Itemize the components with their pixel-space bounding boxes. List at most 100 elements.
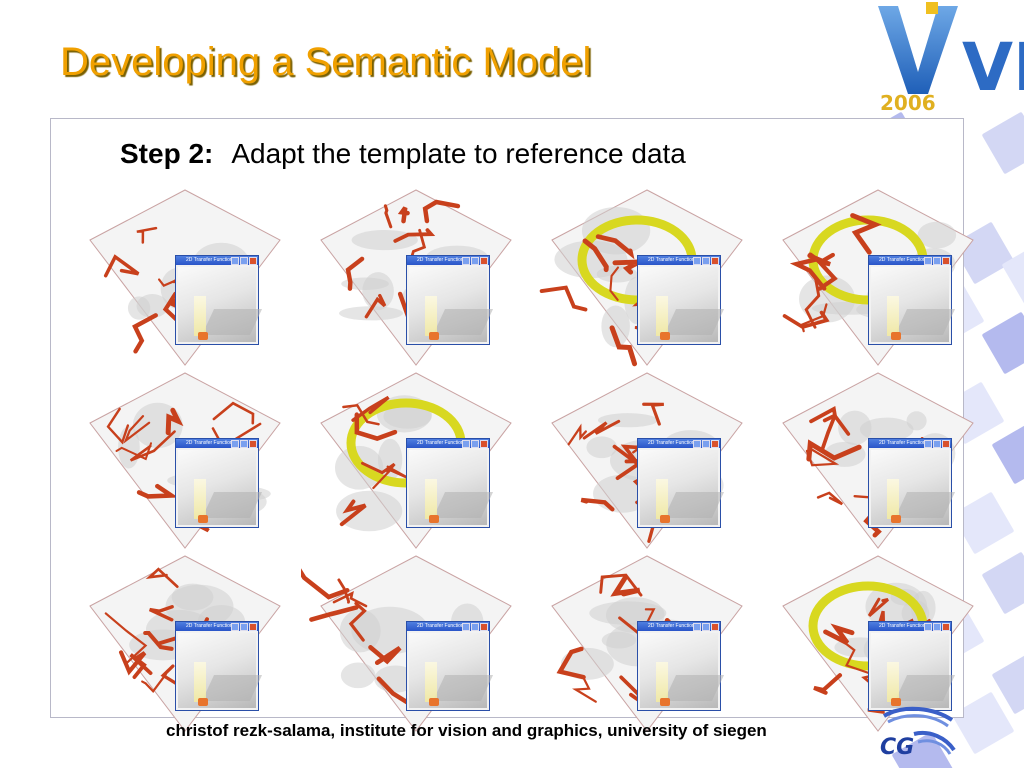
transfer-function-canvas[interactable]	[640, 633, 725, 708]
transfer-function-canvas[interactable]	[178, 450, 263, 525]
transfer-function-canvas[interactable]	[871, 633, 956, 708]
transfer-function-window[interactable]: 2D Transfer Function	[637, 438, 725, 528]
minimize-icon[interactable]	[924, 440, 932, 448]
window-titlebar[interactable]: 2D Transfer Function	[869, 439, 951, 448]
minimize-icon[interactable]	[693, 257, 701, 265]
vessel-tf-widget[interactable]	[891, 332, 901, 340]
transfer-function-window[interactable]: 2D Transfer Function	[175, 255, 263, 345]
vessel-tf-widget[interactable]	[198, 332, 208, 340]
vessel-branch	[342, 403, 380, 426]
vessel-tf-widget[interactable]	[891, 698, 901, 706]
vessel-branch	[610, 575, 641, 597]
maximize-icon[interactable]	[702, 623, 710, 631]
tissue-blob	[383, 404, 432, 429]
transfer-function-canvas[interactable]	[409, 450, 494, 525]
transfer-function-canvas[interactable]	[640, 450, 725, 525]
vessel-tf-widget[interactable]	[660, 515, 670, 523]
transfer-function-window[interactable]: 2D Transfer Function	[406, 438, 494, 528]
window-titlebar[interactable]: 2D Transfer Function	[176, 439, 258, 448]
minimize-icon[interactable]	[231, 257, 239, 265]
vessel-tf-widget[interactable]	[660, 332, 670, 340]
close-icon[interactable]	[249, 257, 257, 265]
minimize-icon[interactable]	[231, 623, 239, 631]
window-title: 2D Transfer Function	[648, 257, 695, 263]
window-titlebar[interactable]: 2D Transfer Function	[407, 439, 489, 448]
window-titlebar[interactable]: 2D Transfer Function	[407, 622, 489, 631]
transfer-function-canvas[interactable]	[871, 267, 956, 342]
maximize-icon[interactable]	[240, 440, 248, 448]
window-controls	[461, 623, 488, 631]
transfer-function-window[interactable]: 2D Transfer Function	[637, 621, 725, 711]
maximize-icon[interactable]	[471, 257, 479, 265]
transfer-function-window[interactable]: 2D Transfer Function	[868, 621, 956, 711]
transfer-function-canvas[interactable]	[409, 633, 494, 708]
maximize-icon[interactable]	[471, 623, 479, 631]
tissue-blob	[341, 277, 389, 290]
close-icon[interactable]	[711, 440, 719, 448]
maximize-icon[interactable]	[933, 440, 941, 448]
maximize-icon[interactable]	[240, 623, 248, 631]
close-icon[interactable]	[942, 440, 950, 448]
minimize-icon[interactable]	[924, 257, 932, 265]
window-titlebar[interactable]: 2D Transfer Function	[176, 622, 258, 631]
close-icon[interactable]	[480, 257, 488, 265]
close-icon[interactable]	[942, 257, 950, 265]
transfer-function-window[interactable]: 2D Transfer Function	[406, 255, 494, 345]
opacity-ramp	[887, 662, 899, 702]
window-titlebar[interactable]: 2D Transfer Function	[869, 256, 951, 265]
vessel-tf-widget[interactable]	[198, 698, 208, 706]
minimize-icon[interactable]	[924, 623, 932, 631]
vessel-tf-widget[interactable]	[429, 515, 439, 523]
vessel-tf-widget[interactable]	[198, 515, 208, 523]
maximize-icon[interactable]	[933, 257, 941, 265]
histogram-shadow	[663, 309, 725, 335]
vessel-branch	[132, 313, 158, 354]
transfer-function-canvas[interactable]	[871, 450, 956, 525]
vessel-branch	[136, 483, 179, 499]
slide-title: Developing a Semantic Model	[60, 40, 592, 84]
vessel-tf-widget[interactable]	[891, 515, 901, 523]
opacity-ramp	[425, 296, 437, 336]
maximize-icon[interactable]	[471, 440, 479, 448]
vessel-branch	[422, 199, 461, 224]
opacity-ramp	[656, 296, 668, 336]
transfer-function-window[interactable]: 2D Transfer Function	[175, 621, 263, 711]
close-icon[interactable]	[249, 440, 257, 448]
window-titlebar[interactable]: 2D Transfer Function	[407, 256, 489, 265]
close-icon[interactable]	[711, 623, 719, 631]
close-icon[interactable]	[480, 440, 488, 448]
transfer-function-canvas[interactable]	[409, 267, 494, 342]
close-icon[interactable]	[249, 623, 257, 631]
transfer-function-window[interactable]: 2D Transfer Function	[406, 621, 494, 711]
vessel-tf-widget[interactable]	[660, 698, 670, 706]
minimize-icon[interactable]	[462, 623, 470, 631]
close-icon[interactable]	[942, 623, 950, 631]
vessel-tf-widget[interactable]	[429, 698, 439, 706]
transfer-function-canvas[interactable]	[178, 633, 263, 708]
vessel-branch	[612, 444, 649, 466]
transfer-function-canvas[interactable]	[640, 267, 725, 342]
transfer-function-window[interactable]: 2D Transfer Function	[868, 255, 956, 345]
vessel-tf-widget[interactable]	[429, 332, 439, 340]
minimize-icon[interactable]	[693, 440, 701, 448]
maximize-icon[interactable]	[702, 440, 710, 448]
maximize-icon[interactable]	[240, 257, 248, 265]
transfer-function-window[interactable]: 2D Transfer Function	[868, 438, 956, 528]
window-titlebar[interactable]: 2D Transfer Function	[638, 622, 720, 631]
window-titlebar[interactable]: 2D Transfer Function	[638, 439, 720, 448]
window-titlebar[interactable]: 2D Transfer Function	[176, 256, 258, 265]
close-icon[interactable]	[480, 623, 488, 631]
transfer-function-window[interactable]: 2D Transfer Function	[175, 438, 263, 528]
minimize-icon[interactable]	[693, 623, 701, 631]
minimize-icon[interactable]	[462, 257, 470, 265]
transfer-function-canvas[interactable]	[178, 267, 263, 342]
window-titlebar[interactable]: 2D Transfer Function	[638, 256, 720, 265]
minimize-icon[interactable]	[462, 440, 470, 448]
window-titlebar[interactable]: 2D Transfer Function	[869, 622, 951, 631]
transfer-function-window[interactable]: 2D Transfer Function	[637, 255, 725, 345]
close-icon[interactable]	[711, 257, 719, 265]
maximize-icon[interactable]	[933, 623, 941, 631]
minimize-icon[interactable]	[231, 440, 239, 448]
rendering-cell: 2D Transfer Function	[70, 368, 300, 558]
maximize-icon[interactable]	[702, 257, 710, 265]
